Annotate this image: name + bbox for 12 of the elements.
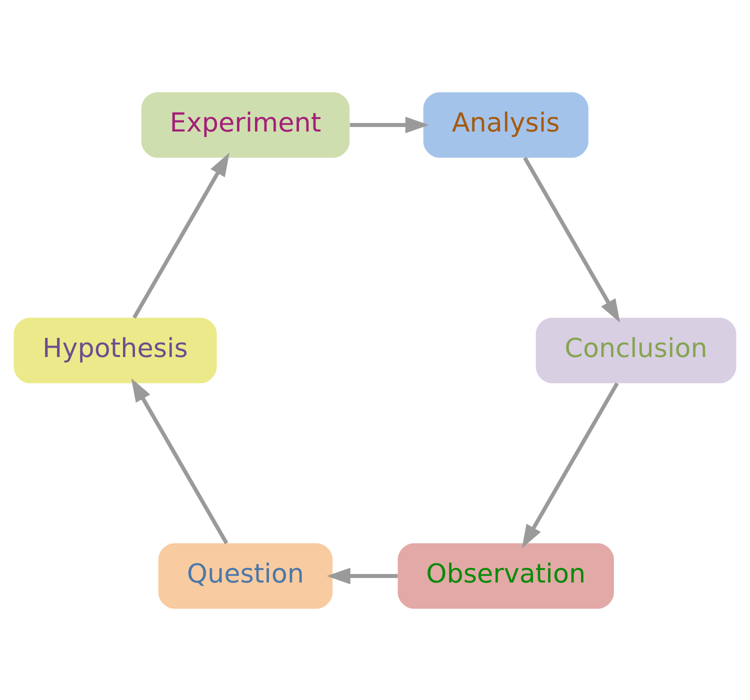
node-box: Question: [158, 542, 333, 608]
arrow: [131, 378, 228, 544]
arrow: [326, 567, 398, 584]
node-box: Observation: [398, 542, 614, 608]
node-box: Experiment: [141, 92, 350, 158]
node-box: Hypothesis: [14, 317, 217, 383]
node-box: Analysis: [423, 92, 588, 158]
arrow: [350, 116, 429, 133]
node-box: Conclusion: [536, 317, 736, 383]
arrow: [132, 152, 230, 318]
arrow: [523, 156, 620, 322]
arrow: [522, 382, 619, 548]
